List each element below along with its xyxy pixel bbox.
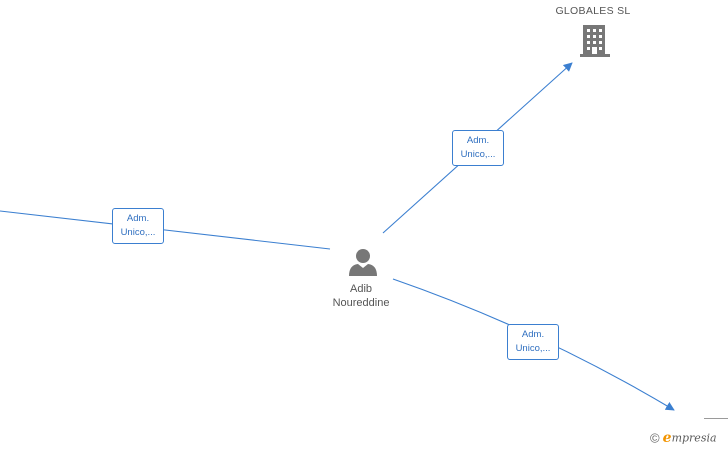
company-node-label[interactable]: GLOBALES SL <box>555 5 631 17</box>
edge-label-role: Adm. <box>126 213 150 224</box>
building-icon[interactable] <box>580 24 610 58</box>
brand-initial: e <box>662 430 672 446</box>
footer-divider <box>704 418 728 419</box>
edge-label-left[interactable]: Adm. Unico,... <box>112 208 164 244</box>
edge-label-role-detail: Unico,... <box>460 149 496 160</box>
edge-left-to-person[interactable] <box>0 210 331 250</box>
edge-label-role-detail: Unico,... <box>120 227 156 238</box>
brand-name: mpresia <box>671 431 717 445</box>
brand-logo[interactable]: © empresia <box>650 430 717 446</box>
person-first-name: Adib <box>349 283 373 295</box>
person-node-label[interactable]: Adib Noureddine <box>311 282 411 310</box>
edge-label-role-detail: Unico,... <box>515 343 551 354</box>
person-icon[interactable] <box>348 247 378 277</box>
edge-label-role: Adm. <box>466 135 490 146</box>
copyright-symbol: © <box>650 430 660 446</box>
edge-label-company[interactable]: Adm. Unico,... <box>452 130 504 166</box>
edge-label-bottom-right[interactable]: Adm. Unico,... <box>507 324 559 360</box>
edge-label-role: Adm. <box>521 329 545 340</box>
person-last-name: Noureddine <box>332 297 390 309</box>
